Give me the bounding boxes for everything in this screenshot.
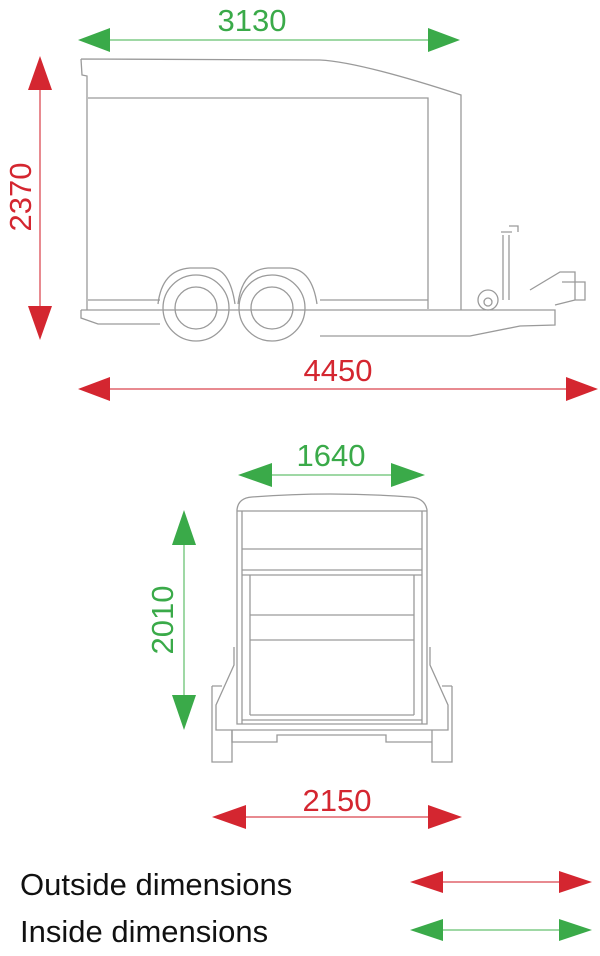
- legend-outside-label: Outside dimensions: [20, 867, 292, 902]
- inside-length-arrow: [78, 28, 460, 52]
- outside-length-label: 4450: [304, 353, 373, 388]
- inside-height-arrow: [172, 510, 196, 730]
- outside-length-arrow: [78, 377, 598, 401]
- outside-width-label: 2150: [303, 783, 372, 818]
- inside-width-label: 1640: [297, 438, 366, 473]
- legend-inside-label: Inside dimensions: [20, 914, 268, 949]
- outside-width-arrow: [212, 805, 462, 829]
- legend-inside-arrow: [410, 919, 592, 941]
- outside-height-arrow: [28, 56, 52, 340]
- trailer-side-view: [80, 58, 586, 342]
- legend: Outside dimensions Inside dimensions: [20, 867, 592, 949]
- trailer-rear-view: [211, 493, 453, 763]
- outside-height-label: 2370: [3, 163, 38, 232]
- legend-outside-arrow: [410, 871, 592, 893]
- inside-width-arrow: [238, 463, 425, 487]
- inside-height-label: 2010: [145, 586, 180, 655]
- inside-length-label: 3130: [218, 3, 287, 38]
